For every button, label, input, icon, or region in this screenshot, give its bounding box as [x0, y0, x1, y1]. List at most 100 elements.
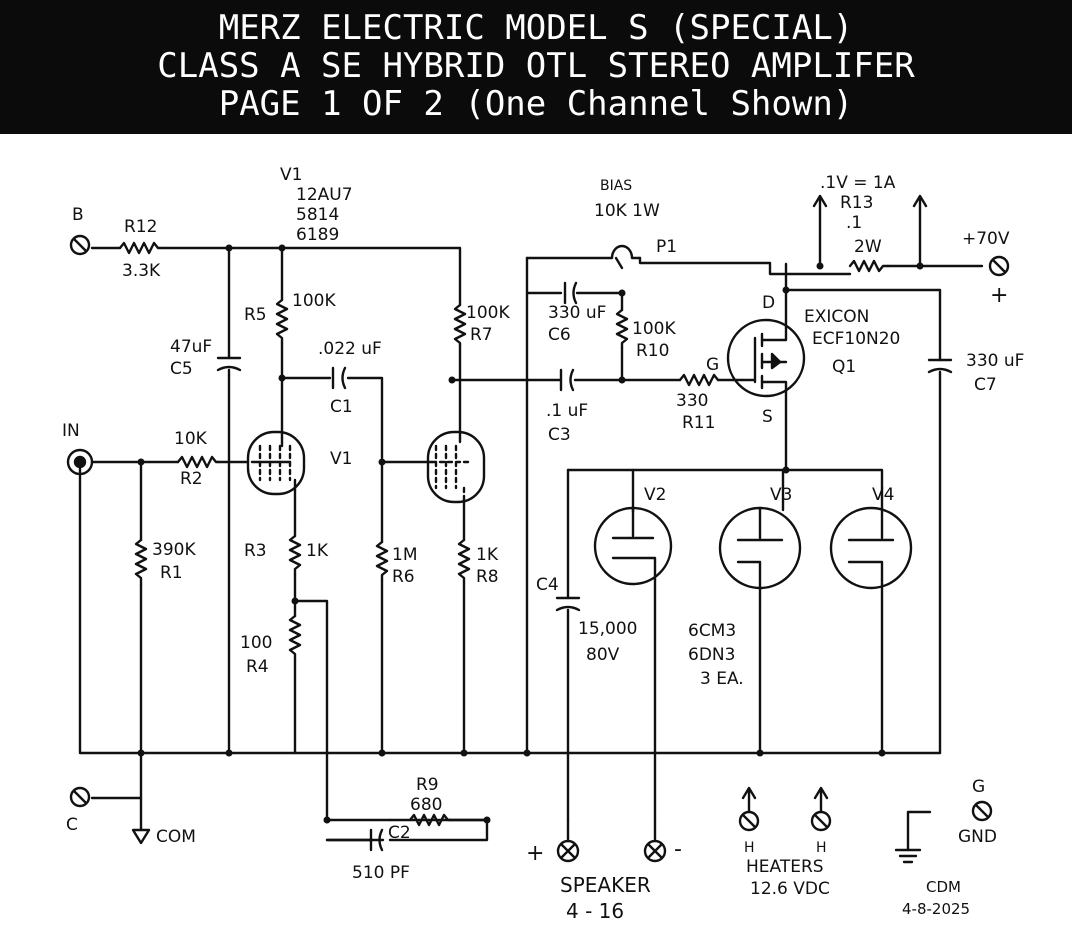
label-date: 4-8-2025 — [902, 900, 970, 918]
v1-title: V1 — [280, 165, 302, 185]
gnd-ground-icon — [894, 848, 922, 864]
capacitors — [216, 281, 953, 852]
c5-plates — [216, 356, 242, 378]
terminal-b — [69, 234, 91, 256]
label-c5: C5 — [170, 359, 193, 379]
label-bias-value: 10K 1W — [594, 201, 660, 221]
label-r6: R6 — [392, 567, 415, 587]
v1b-envelope — [426, 430, 486, 504]
label-r13-value: .1 — [846, 213, 862, 233]
c1-plates — [331, 366, 347, 390]
terminal-gnd — [971, 800, 993, 822]
label-c4: C4 — [536, 575, 559, 595]
label-c4-value-2: 80V — [586, 645, 620, 665]
label-v2: V2 — [644, 485, 666, 505]
r5-zigzag — [275, 298, 289, 346]
label-drain: D — [762, 293, 775, 313]
label-r6-value: 1M — [392, 545, 417, 565]
v1-triodes — [246, 430, 486, 504]
label-r13-watt: 2W — [854, 237, 882, 257]
label-heaters-value: 12.6 VDC — [750, 879, 830, 899]
label-heater-h1: H — [744, 840, 755, 856]
r11-zigzag — [678, 373, 720, 387]
label-r8-value: 1K — [476, 545, 499, 565]
c6-plates — [563, 281, 578, 305]
amplifier-schematic: V1 12AU7 5814 6189 B R12 3.3K 47uF C5 R5… — [62, 165, 1024, 923]
v1-type-2: 5814 — [296, 205, 339, 225]
label-tube-type-3: 3 EA. — [700, 669, 744, 689]
label-q1: Q1 — [832, 357, 856, 377]
label-gnd-g: G — [972, 777, 985, 797]
title-line-3: PAGE 1 OF 2 (One Channel Shown) — [218, 84, 854, 124]
label-c6-value: 330 uF — [548, 303, 606, 323]
label-plus70: +70V — [962, 229, 1010, 249]
label-q1-line2: ECF10N20 — [812, 329, 900, 349]
label-r12: R12 — [124, 217, 157, 237]
label-terminal-b: B — [72, 205, 84, 225]
label-heater-h2: H — [816, 840, 827, 856]
label-r7: R7 — [470, 325, 493, 345]
title-banner: MERZ ELECTRIC MODEL S (SPECIAL) CLASS A … — [0, 0, 1072, 134]
label-r13-note: .1V = 1A — [820, 173, 896, 193]
label-r4: R4 — [246, 657, 269, 677]
terminal-plus70 — [988, 255, 1010, 277]
r10-zigzag — [615, 308, 629, 350]
label-v1-mid: V1 — [330, 449, 352, 469]
c3-plates — [559, 368, 575, 392]
title-line-2: CLASS A SE HYBRID OTL STEREO AMPLIFER — [157, 46, 915, 86]
label-gnd: GND — [958, 827, 997, 847]
label-q1-line1: EXICON — [804, 307, 869, 327]
label-r2: R2 — [180, 469, 203, 489]
label-c7-value: 330 uF — [966, 351, 1024, 371]
label-plus70-polarity: + — [990, 283, 1008, 308]
label-c3-value: .1 uF — [546, 401, 588, 421]
label-r5: R5 — [244, 305, 267, 325]
wiring — [78, 194, 984, 852]
r6-zigzag — [375, 540, 389, 582]
title-line-1: MERZ ELECTRIC MODEL S (SPECIAL) — [218, 8, 854, 48]
label-com: COM — [156, 827, 196, 847]
v1a-envelope — [246, 430, 306, 496]
label-gate: G — [706, 355, 719, 375]
label-v3: V3 — [770, 485, 792, 505]
r4-zigzag — [288, 614, 302, 662]
label-v4: V4 — [872, 485, 894, 505]
label-r11-value: 330 — [676, 391, 708, 411]
r9-zigzag — [408, 813, 452, 827]
label-tube-type-1: 6CM3 — [688, 621, 736, 641]
label-heaters: HEATERS — [746, 857, 824, 877]
label-speaker-impedance: 4 - 16 — [566, 899, 624, 923]
label-c7: C7 — [974, 375, 997, 395]
label-r7-value: 100K — [466, 303, 510, 323]
label-r13: R13 — [840, 193, 873, 213]
v1-type-3: 6189 — [296, 225, 339, 245]
label-author: CDM — [926, 878, 961, 896]
label-c5-value: 47uF — [170, 337, 212, 357]
label-speaker: SPEAKER — [560, 873, 651, 897]
label-r11: R11 — [682, 413, 715, 433]
label-r1: R1 — [160, 563, 183, 583]
label-c4-value-1: 15,000 — [578, 619, 637, 639]
label-r5-value: 100K — [292, 291, 336, 311]
r8-zigzag — [457, 538, 471, 584]
resistors — [118, 241, 890, 827]
label-c1: C1 — [330, 397, 353, 417]
com-ground-icon — [131, 828, 151, 845]
label-c2-value: 510 PF — [352, 863, 410, 883]
terminal-in-outer — [66, 448, 94, 476]
r2-zigzag — [176, 455, 220, 469]
label-c2: C2 — [388, 823, 411, 843]
ground-symbols — [131, 828, 922, 864]
r12-zigzag — [118, 241, 162, 255]
label-r3-value: 1K — [306, 541, 329, 561]
terminal-c — [69, 786, 91, 808]
c7-plates — [927, 358, 953, 374]
output-tubes — [593, 506, 913, 602]
label-r10-value: 100K — [632, 319, 676, 339]
label-in: IN — [62, 421, 80, 441]
label-speaker-minus: - — [674, 837, 682, 862]
label-source: S — [762, 407, 773, 427]
label-r8: R8 — [476, 567, 499, 587]
r7-zigzag — [453, 303, 467, 347]
label-r10: R10 — [636, 341, 669, 361]
